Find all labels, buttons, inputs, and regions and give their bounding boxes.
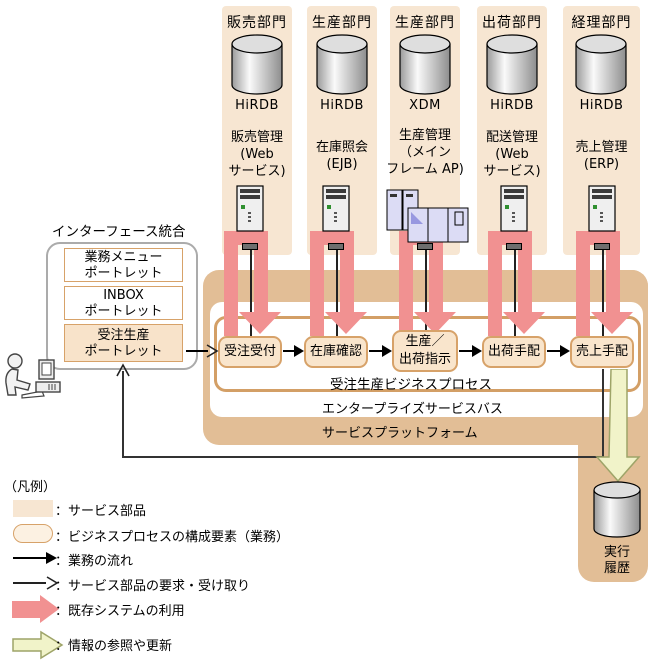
connector-cap (506, 243, 522, 250)
legend-swatch-process-element (13, 524, 53, 543)
database-cylinder-icon (231, 34, 283, 95)
esb-label: エンタープライズサービスバス (322, 402, 503, 417)
connector-cap (328, 243, 344, 250)
interface-integration-title: インターフェース統合 (52, 224, 186, 240)
info-update-arrow (595, 369, 641, 483)
legend-item: ：ビジネスプロセスの構成要素（業務） (55, 530, 290, 545)
server-tower-icon (322, 185, 350, 232)
connector-cap (594, 243, 610, 250)
legend-swatch-service-part (13, 500, 53, 517)
request-open-arrowhead (206, 344, 219, 358)
connector-cap (242, 243, 258, 250)
dept-label: 生産部門 (395, 15, 455, 31)
server-tower-icon (500, 185, 528, 232)
existing-system-arrow (254, 231, 268, 313)
legend-flow-arrowhead (46, 552, 57, 564)
flow-arrowhead (472, 345, 482, 357)
connector-line (602, 230, 604, 337)
dept-label: 経理部門 (571, 15, 632, 31)
connector-line (425, 230, 427, 337)
db-label: XDM (409, 98, 441, 113)
existing-system-arrowhead (239, 312, 281, 334)
portlet-inbox: INBOX ポートレット (64, 286, 183, 320)
legend-request-open-arrowhead (46, 576, 59, 590)
existing-system-arrowhead (325, 312, 367, 334)
flow-arrow (283, 350, 295, 352)
existing-system-arrow (518, 231, 532, 313)
existing-system-arrow (399, 231, 413, 336)
process-step-production-shipping: 生産／ 出荷指示 (392, 330, 458, 372)
legend-title: （凡例） (4, 480, 57, 495)
legend-item: ：情報の参照や更新 (55, 639, 173, 654)
legend-flow-arrow (13, 557, 46, 559)
db-label: HiRDB (579, 98, 624, 113)
legend-item: ：既存システムの利用 (55, 604, 185, 619)
flow-arrowhead (294, 345, 304, 357)
flow-arrow (459, 350, 473, 352)
feedback-line (602, 369, 604, 457)
legend-info-update-arrow (12, 630, 64, 660)
system-label: 生産管理 （メイン フレーム AP) (386, 128, 464, 177)
database-cylinder-icon (399, 34, 451, 95)
process-step-sales-arrange: 売上手配 (570, 336, 634, 368)
user-at-terminal-icon (5, 353, 61, 399)
dept-label: 出荷部門 (482, 15, 542, 31)
exec-history-label: 実行 (603, 545, 630, 560)
legend-item: ：サービス部品の要求・受け取り (55, 579, 251, 594)
flow-arrow (369, 350, 383, 352)
legend-item: ：サービス部品 (55, 504, 147, 519)
legend-request-arrow (13, 582, 46, 584)
connector-line (514, 230, 516, 337)
process-step-stock-check: 在庫確認 (304, 336, 368, 368)
existing-system-arrowhead (414, 312, 456, 334)
system-label: 配送管理 (Web サービス) (483, 130, 541, 179)
db-label: HiRDB (490, 98, 534, 113)
connector-line (336, 230, 338, 337)
connector-cap (417, 243, 433, 250)
process-step-order-entry: 受注受付 (218, 336, 282, 368)
db-label: HiRDB (320, 98, 364, 113)
existing-system-arrow (606, 231, 620, 313)
existing-system-arrow (576, 231, 590, 336)
mainframe-icon (386, 189, 469, 243)
existing-system-arrow (340, 231, 354, 313)
system-label: 在庫照会 (EJB) (315, 140, 368, 172)
flow-arrowhead (382, 345, 392, 357)
database-cylinder-icon (486, 34, 538, 95)
system-label: 販売管理 (Web サービス) (228, 130, 286, 179)
connector-line (250, 230, 252, 337)
dept-label: 生産部門 (312, 15, 372, 31)
server-tower-icon (588, 185, 616, 232)
flow-arrowhead (560, 345, 570, 357)
existing-system-arrow (488, 231, 502, 336)
process-step-shipping-arrange: 出荷手配 (482, 336, 546, 368)
legend-existing-system-arrowhead (40, 595, 59, 623)
legend-existing-system-arrow (12, 601, 40, 618)
dept-label: 販売部門 (227, 15, 287, 31)
request-arrow (186, 350, 208, 352)
feedback-line (122, 456, 604, 458)
business-process-label: 受注生産ビジネスプロセス (330, 377, 492, 393)
database-cylinder-icon (593, 481, 641, 538)
feedback-line (122, 371, 124, 457)
database-cylinder-icon (575, 34, 627, 95)
server-tower-icon (236, 185, 264, 232)
existing-system-arrow (310, 231, 324, 336)
platform-label: サービスプラットフォーム (322, 426, 478, 441)
flow-arrow (547, 350, 561, 352)
portlet-order-production: 受注生産 ポートレット (64, 324, 183, 362)
legend-item: ：業務の流れ (55, 554, 134, 569)
existing-system-arrowhead (503, 312, 545, 334)
feedback-open-arrowhead (116, 363, 130, 377)
existing-system-arrowhead (591, 312, 633, 334)
portlet-business-menu: 業務メニュー ポートレット (64, 248, 183, 282)
exec-history-label: 履歴 (603, 561, 630, 576)
db-label: HiRDB (235, 98, 279, 113)
system-label: 売上管理 (ERP) (575, 140, 628, 172)
existing-system-arrow (224, 231, 238, 336)
existing-system-arrow (429, 231, 443, 313)
database-cylinder-icon (316, 34, 368, 95)
